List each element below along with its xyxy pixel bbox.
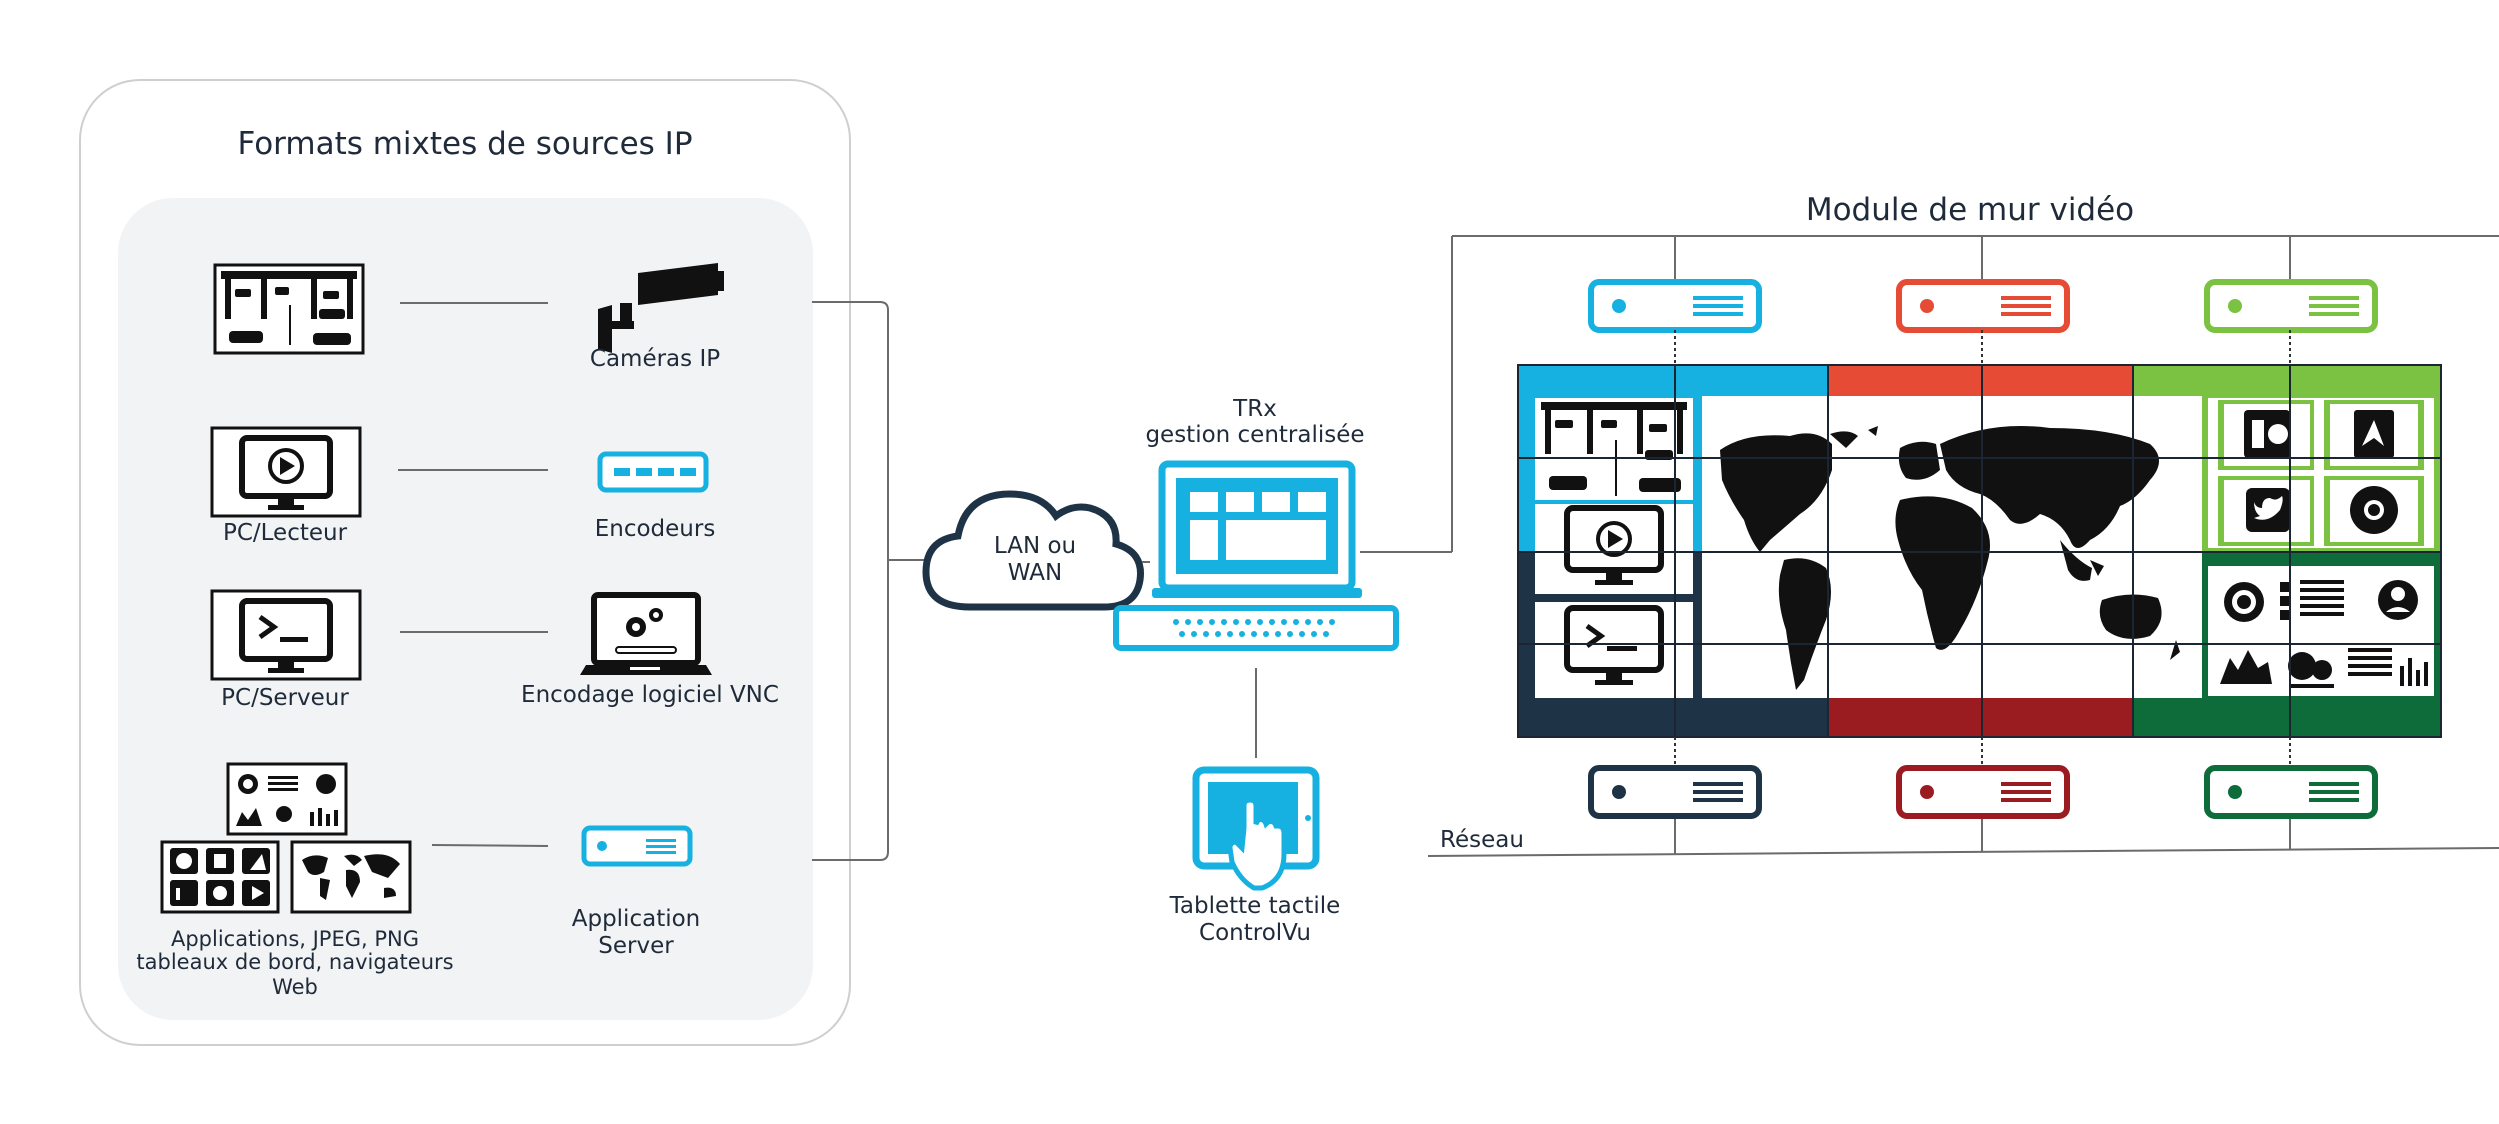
- application-server-label-line2: Server: [598, 933, 674, 959]
- decoder-bottom-darkgreen: [2204, 765, 2378, 819]
- cloud-label-line2: WAN: [1007, 560, 1063, 586]
- applications-label-line1: Applications, JPEG, PNG: [170, 927, 420, 951]
- wall-dashboard-tile: [2208, 566, 2434, 696]
- trx-appliance-icon: [1113, 605, 1399, 651]
- encoders-label: Encodeurs: [594, 516, 716, 542]
- applications-label-line2: tableaux de bord, navigateurs Web: [136, 950, 454, 1000]
- pc-player-label: PC/Lecteur: [222, 520, 348, 546]
- app-icons-thumbnail: [160, 840, 280, 914]
- sources-panel-title: Formats mixtes de sources IP: [237, 126, 693, 162]
- monitor-terminal-icon: [212, 591, 360, 679]
- camera-icon: [598, 263, 724, 353]
- wall-world-map: [1720, 426, 2180, 690]
- tablet-touch-icon: [1192, 766, 1320, 891]
- trx-label-line1: TRx: [1233, 396, 1277, 422]
- decoder-bottom-darkred: [1896, 765, 2070, 819]
- decoder-bottom-navy: [1588, 765, 1762, 819]
- wall-terminal-tile: [1535, 602, 1693, 698]
- map-thumbnail: [290, 840, 412, 914]
- tablet-label-line2: ControlVu: [1199, 920, 1311, 946]
- monitor-play-icon: [212, 428, 360, 516]
- pc-server-label: PC/Serveur: [221, 685, 349, 711]
- trx-label-line2: gestion centralisée: [1145, 422, 1365, 448]
- trx-laptop-icon: [1152, 460, 1362, 598]
- wall-cctv-tile: [1535, 398, 1693, 500]
- decoder-top-cyan: [1588, 279, 1762, 333]
- sources-bracket: [812, 301, 889, 861]
- cctv-thumbnail: [213, 263, 365, 355]
- cloud-label-line1: LAN ou: [993, 533, 1077, 559]
- dashboard-thumbnail: [226, 762, 348, 836]
- vnc-encoding-label: Encodage logiciel VNC: [521, 682, 779, 708]
- application-server-label-line1: Application: [571, 906, 701, 932]
- encoder-icon: [597, 451, 709, 493]
- video-wall-screen: [1517, 364, 2442, 738]
- cloud-icon: [922, 490, 1144, 611]
- wall-apps-tile: [2208, 398, 2434, 548]
- wall-play-tile: [1535, 504, 1693, 594]
- application-server-icon: [581, 825, 693, 867]
- laptop-gears-icon: [580, 592, 712, 675]
- network-line: [1427, 847, 2499, 857]
- decoder-top-green: [2204, 279, 2378, 333]
- ip-cameras-label: Caméras IP: [589, 346, 721, 372]
- row4-connector: [431, 844, 549, 847]
- network-label: Réseau: [1440, 827, 1524, 853]
- video-wall-title: Module de mur vidéo: [1805, 192, 2135, 228]
- tablet-label-line1: Tablette tactile: [1169, 893, 1341, 919]
- decoder-top-red: [1896, 279, 2070, 333]
